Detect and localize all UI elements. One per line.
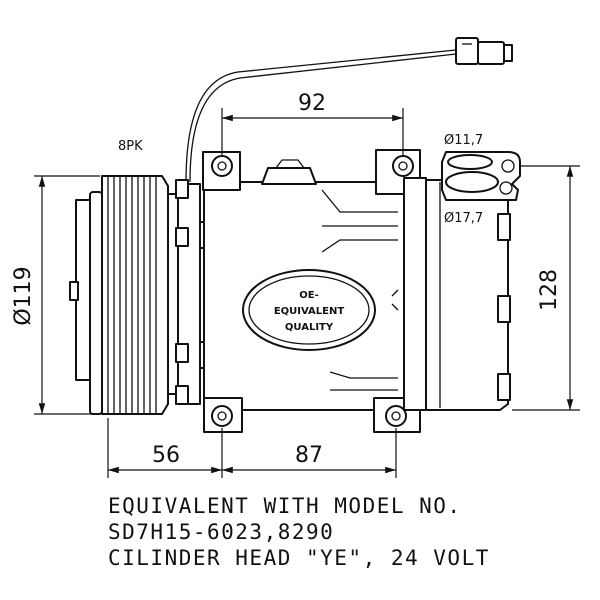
oe-quality-badge: OE- EQUIVALENT QUALITY	[242, 269, 376, 351]
dim-label-128: 128	[537, 269, 562, 311]
pulley	[69, 175, 179, 415]
dim-label-diameter: Ø119	[11, 266, 36, 325]
port-fitting	[441, 151, 521, 201]
electrical-connector	[185, 37, 513, 183]
caption-line-2: SD7H15-6023,8290	[108, 520, 335, 544]
belt-label: 8PK	[118, 139, 143, 154]
caption-line-1: EQUIVALENT WITH MODEL NO.	[108, 494, 462, 518]
badge-line-2: EQUIVALENT	[274, 306, 345, 317]
dim-pulley-diameter: Ø119	[11, 175, 100, 415]
hole-small-label: Ø11,7	[444, 133, 483, 148]
dim-height: 128	[512, 165, 580, 411]
dim-label-92: 92	[298, 91, 326, 116]
dim-top-width: 92	[221, 91, 404, 156]
badge-line-1: OE-	[299, 290, 318, 301]
hole-large-label: Ø17,7	[444, 211, 483, 226]
dim-bottom: 56 87	[107, 418, 397, 478]
caption-line-3: CILINDER HEAD "YE", 24 VOLT	[108, 546, 490, 570]
dim-label-56: 56	[152, 443, 180, 468]
badge-line-3: QUALITY	[285, 322, 334, 333]
dim-label-87: 87	[295, 443, 323, 468]
